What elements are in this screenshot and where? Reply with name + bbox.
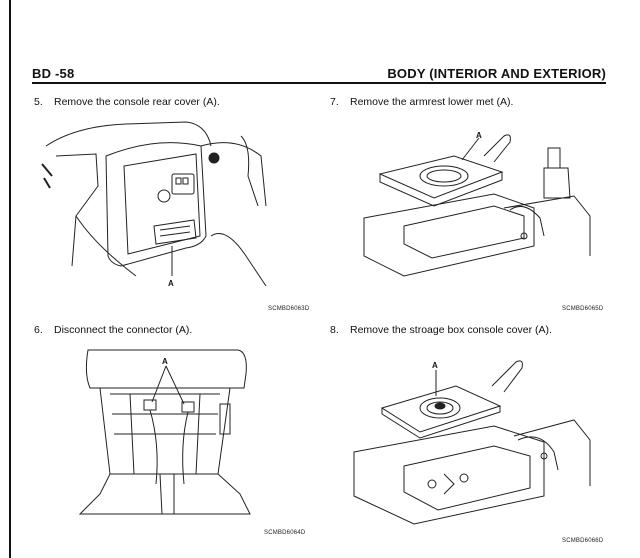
step-text: Remove the console rear cover (A). — [54, 96, 220, 108]
step-number: 8. — [330, 324, 339, 336]
page-margin-rule — [9, 0, 11, 558]
step-8: 8. Remove the stroage box console cover (… — [330, 324, 552, 336]
figure-code: SCMBD6066D — [562, 538, 604, 544]
step-text: Remove the armrest lower met (A). — [350, 96, 514, 108]
step-5: 5. Remove the console rear cover (A). — [34, 96, 220, 108]
figure-console-rear-cover: A — [36, 116, 276, 296]
step-number: 5. — [34, 96, 43, 108]
callout-a: A — [476, 131, 482, 140]
step-number: 7. — [330, 96, 339, 108]
step-7: 7. Remove the armrest lower met (A). — [330, 96, 513, 108]
callout-a: A — [162, 357, 168, 366]
callout-a: A — [432, 361, 438, 370]
page-number: BD -58 — [32, 66, 75, 81]
callout-a: A — [168, 279, 174, 288]
step-text: Remove the stroage box console cover (A)… — [350, 324, 552, 336]
figure-storage-box-cover: A — [344, 356, 594, 526]
page-header: BD -58 BODY (INTERIOR AND EXTERIOR) — [32, 66, 606, 82]
step-number: 6. — [34, 324, 43, 336]
figure-connector: A — [70, 344, 270, 524]
figure-armrest: A — [344, 126, 594, 286]
figure-code: SCMBD6064D — [264, 530, 306, 536]
figure-code: SCMBD6065D — [562, 306, 604, 312]
header-divider — [32, 82, 606, 84]
step-text: Disconnect the connector (A). — [54, 324, 193, 336]
step-6: 6. Disconnect the connector (A). — [34, 324, 192, 336]
section-title: BODY (INTERIOR AND EXTERIOR) — [387, 66, 606, 81]
figure-code: SCMBD6063D — [268, 306, 310, 312]
